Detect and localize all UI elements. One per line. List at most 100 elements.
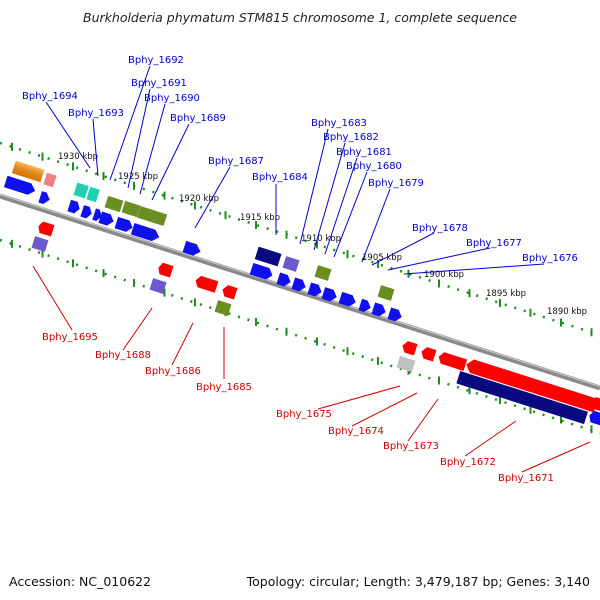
leader-1675 <box>317 385 401 410</box>
leader-lines-top <box>45 65 545 275</box>
gene-bphy-1687-blue-arrow[interactable] <box>182 240 203 258</box>
gene-label[interactable]: Bphy_1687 <box>208 156 264 167</box>
gene-bphy-1691-olive[interactable] <box>121 200 141 218</box>
leader-1683 <box>299 128 329 245</box>
gene-slate[interactable] <box>31 236 49 252</box>
genes-reverse-strand <box>31 221 600 426</box>
gene-blue-arrow[interactable] <box>371 302 387 317</box>
gene-label[interactable]: Bphy_1679 <box>368 178 424 189</box>
genes-forward-strand <box>3 160 403 322</box>
gene-blue-arrow[interactable] <box>358 298 372 314</box>
gene-label[interactable]: Bphy_1672 <box>440 457 496 468</box>
leader-1676 <box>403 263 545 275</box>
leader-1681 <box>324 157 358 255</box>
gene-bphy-1671-navy[interactable] <box>456 370 588 425</box>
gene-label[interactable]: Bphy_1675 <box>276 409 332 420</box>
leader-lines-bottom <box>32 265 591 473</box>
gene-label[interactable]: Bphy_1676 <box>522 253 578 264</box>
tick-label-1925: 1925 kbp <box>118 172 158 182</box>
gene-label[interactable]: Bphy_1677 <box>466 238 522 249</box>
gene-blue-arrow[interactable] <box>387 307 403 322</box>
leader-1689 <box>151 123 190 201</box>
gene-labels-top: Bphy_1692 Bphy_1691 Bphy_1690 Bphy_1694 … <box>22 55 578 264</box>
gene-label[interactable]: Bphy_1673 <box>383 441 439 452</box>
gene-label[interactable]: Bphy_1682 <box>323 132 379 143</box>
gene-label[interactable]: Bphy_1671 <box>498 473 554 484</box>
gene-bphy-1675-red-arrow[interactable] <box>401 340 418 356</box>
tick-label-1930: 1930 kbp <box>58 152 98 162</box>
gene-gray[interactable] <box>396 355 416 373</box>
gene-bphy-1694-orange[interactable] <box>11 160 45 183</box>
gene-bphy-1695-red-arrow[interactable] <box>37 221 55 237</box>
gene-label[interactable]: Bphy_1688 <box>95 350 151 361</box>
leader-1671 <box>521 441 591 473</box>
gene-bphy-1686-red-arrow[interactable] <box>194 275 219 293</box>
leader-1673 <box>407 398 439 442</box>
gene-olive[interactable] <box>314 265 332 281</box>
gene-red-arrow[interactable] <box>589 396 600 412</box>
gene-label[interactable]: Bphy_1678 <box>412 223 468 234</box>
gene-blue-arrow[interactable] <box>291 277 307 292</box>
leader-1691 <box>127 88 151 189</box>
gene-label[interactable]: Bphy_1681 <box>336 147 392 158</box>
gene-blue-arrow[interactable] <box>321 287 339 303</box>
gene-blue-arrow[interactable] <box>588 410 600 426</box>
tick-label-1900: 1900 kbp <box>424 270 464 280</box>
gene-blue-arrow[interactable] <box>249 262 275 281</box>
gene-label[interactable]: Bphy_1690 <box>144 93 200 104</box>
tick-label-1895: 1895 kbp <box>486 289 526 299</box>
gene-label[interactable]: Bphy_1692 <box>128 55 184 66</box>
gene-bphy-1685-olive[interactable] <box>214 300 232 316</box>
leader-1680 <box>333 171 368 258</box>
map-title: Burkholderia phymatum STM815 chromosome … <box>83 10 517 25</box>
leader-1682 <box>313 142 346 251</box>
gene-blue-arrow[interactable] <box>114 216 135 234</box>
gene-blue-arrow[interactable] <box>276 272 292 287</box>
gene-blue-arrow[interactable] <box>338 291 358 308</box>
gene-label[interactable]: Bphy_1684 <box>252 172 308 183</box>
leader-1687 <box>194 166 231 229</box>
gene-pink[interactable] <box>43 172 57 188</box>
gene-label[interactable]: Bphy_1685 <box>196 382 252 393</box>
tick-label-1915: 1915 kbp <box>240 213 280 223</box>
gene-blue-arrow[interactable] <box>98 211 115 227</box>
leader-1693 <box>92 118 99 177</box>
gene-bphy-1688-red-arrow[interactable] <box>157 262 174 278</box>
gene-label[interactable]: Bphy_1695 <box>42 332 98 343</box>
gene-bphy-1689-blue-arrow[interactable] <box>130 223 161 243</box>
gene-slate[interactable] <box>282 256 300 272</box>
gene-blue-arrow[interactable] <box>92 208 103 222</box>
gene-blue-arrow[interactable] <box>307 282 323 297</box>
gene-label[interactable]: Bphy_1674 <box>328 426 384 437</box>
gene-blue-arrow[interactable] <box>3 175 37 197</box>
leader-1688 <box>122 307 153 351</box>
gene-label[interactable]: Bphy_1680 <box>346 161 402 172</box>
accession-text: Accession: NC_010622 <box>9 574 151 589</box>
gene-olive[interactable] <box>377 285 395 301</box>
major-ticks <box>11 142 593 434</box>
leader-1672 <box>464 420 517 457</box>
gene-bphy-1674-red-arrow[interactable] <box>420 346 437 362</box>
gene-bphy-1690-olive[interactable] <box>136 206 168 226</box>
gene-teal[interactable] <box>86 186 100 203</box>
gene-red-arrow[interactable] <box>221 284 238 300</box>
gene-blue-arrow[interactable] <box>38 191 51 205</box>
gene-bphy-1672-red-arrow[interactable] <box>464 358 598 413</box>
gene-blue-arrow[interactable] <box>80 205 93 219</box>
gene-label[interactable]: Bphy_1694 <box>22 91 78 102</box>
gene-slate[interactable] <box>149 278 167 294</box>
gene-bphy-1693-teal[interactable] <box>73 182 89 199</box>
gene-label[interactable]: Bphy_1686 <box>145 366 201 377</box>
gene-label[interactable]: Bphy_1683 <box>311 118 367 129</box>
gene-label[interactable]: Bphy_1689 <box>170 113 226 124</box>
leader-1694 <box>45 101 91 169</box>
tick-label-1890: 1890 kbp <box>547 307 587 317</box>
gene-label[interactable]: Bphy_1693 <box>68 108 124 119</box>
gene-label[interactable]: Bphy_1691 <box>131 78 187 89</box>
gene-bphy-1673-red-arrow[interactable] <box>437 351 468 371</box>
gene-blue-arrow[interactable] <box>67 199 81 215</box>
leader-1695 <box>32 265 73 331</box>
gene-bphy-1684-navy[interactable] <box>254 246 282 267</box>
gene-bphy-1692-olive[interactable] <box>104 195 124 213</box>
